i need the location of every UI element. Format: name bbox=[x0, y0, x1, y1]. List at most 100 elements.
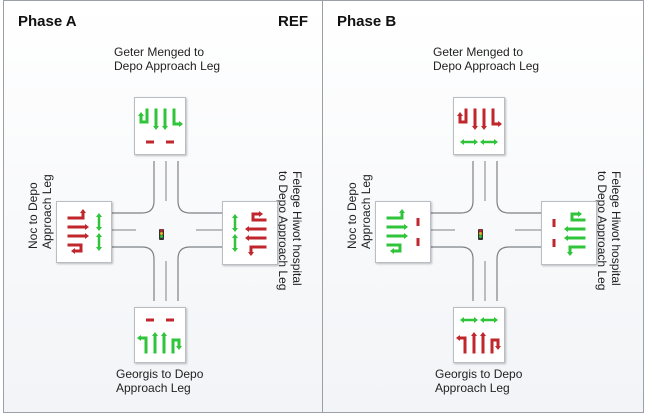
arrow-head bbox=[245, 226, 249, 232]
arrow-head bbox=[248, 252, 254, 256]
arrow-head bbox=[456, 335, 460, 341]
arrow-head bbox=[494, 317, 498, 323]
arrow-head bbox=[567, 252, 573, 256]
arrow-head bbox=[232, 228, 238, 232]
left-turn-arrow-icon bbox=[67, 210, 85, 220]
right-turn-arrow-icon bbox=[458, 108, 468, 124]
arrow-head bbox=[80, 209, 86, 213]
arrow-head bbox=[474, 139, 478, 145]
arrow-head bbox=[232, 234, 238, 238]
road-edge bbox=[496, 246, 555, 301]
road-edge bbox=[415, 246, 474, 301]
arrow-head bbox=[495, 346, 501, 350]
traffic-light-icon bbox=[478, 229, 483, 240]
arrow-head bbox=[232, 248, 238, 252]
movement-arrows-icon bbox=[138, 108, 183, 130]
movement-arrows-icon bbox=[67, 209, 89, 254]
left-turn-arrow-icon bbox=[386, 210, 404, 220]
movement-arrows-icon bbox=[245, 211, 267, 256]
left-turn-arrow-icon bbox=[138, 336, 148, 354]
arrow-head bbox=[232, 214, 238, 218]
movement-arrows-icon bbox=[564, 211, 586, 256]
arrow-head bbox=[71, 248, 75, 254]
road-edge bbox=[415, 161, 474, 214]
right-turn-arrow-icon bbox=[490, 338, 500, 354]
arrow-head bbox=[494, 139, 498, 145]
arrow-head bbox=[176, 346, 182, 350]
right-turn-arrow-icon bbox=[139, 108, 149, 124]
leg-label-right: Felege Hiwot hospital to Depo Approach L… bbox=[595, 171, 623, 291]
pedestrian-signal-icon bbox=[232, 214, 238, 252]
phase-b-panel: Phase B Geter Menged to Depo Approach Le… bbox=[322, 0, 644, 413]
arrow-head bbox=[471, 332, 477, 336]
pedestrian-signal-icon bbox=[96, 213, 102, 251]
arrow-head bbox=[480, 317, 484, 323]
movement-arrows-icon bbox=[456, 332, 501, 354]
arrow-head bbox=[404, 224, 408, 230]
arrow-head bbox=[161, 332, 167, 336]
right-turn-arrow-icon bbox=[67, 243, 83, 253]
leg-label-right: Felege Hiwot hospital to Depo Approach L… bbox=[276, 171, 304, 291]
arrow-head bbox=[245, 235, 249, 241]
arrow-head bbox=[460, 317, 464, 323]
left-turn-arrow-icon bbox=[249, 245, 267, 255]
arrow-head bbox=[85, 224, 89, 230]
phase-a-panel: Phase A REF Geter Menged to Depo Approac… bbox=[3, 0, 325, 413]
arrow-head bbox=[259, 211, 263, 217]
signal-box-bottom bbox=[453, 307, 505, 363]
arrow-head bbox=[85, 233, 89, 239]
arrow-head bbox=[153, 126, 159, 130]
movement-arrows-icon bbox=[386, 209, 408, 254]
leg-label-top: Geter Menged to Depo Approach Leg bbox=[433, 45, 540, 73]
movement-arrows-icon bbox=[457, 108, 502, 130]
arrow-head bbox=[162, 126, 168, 130]
arrow-head bbox=[460, 139, 464, 145]
arrow-head bbox=[498, 121, 502, 127]
arrow-head bbox=[137, 335, 141, 341]
arrow-head bbox=[480, 332, 486, 336]
road-edge bbox=[177, 246, 236, 301]
leg-label-top: Geter Menged to Depo Approach Leg bbox=[114, 45, 221, 73]
right-turn-arrow-icon bbox=[570, 212, 586, 222]
arrow-head bbox=[578, 211, 582, 217]
phase-title: Phase B bbox=[337, 13, 397, 30]
left-turn-arrow-icon bbox=[568, 245, 586, 255]
arrow-head bbox=[481, 126, 487, 130]
road-edge bbox=[96, 161, 155, 214]
signal-box-top bbox=[134, 97, 186, 155]
signal-box-right bbox=[541, 201, 597, 265]
movement-arrows-icon bbox=[137, 332, 182, 354]
arrow-head bbox=[564, 226, 568, 232]
leg-label-bottom: Georgis to Depo Approach Leg bbox=[116, 367, 204, 395]
intersection-roads bbox=[96, 161, 236, 301]
road-edge bbox=[177, 161, 236, 214]
arrow-head bbox=[390, 248, 394, 254]
signal-box-bottom bbox=[134, 307, 186, 363]
traffic-light-icon bbox=[159, 229, 164, 240]
arrow-head bbox=[96, 247, 102, 251]
arrow-head bbox=[457, 112, 463, 116]
arrow-head bbox=[138, 112, 144, 116]
road-edge bbox=[496, 161, 555, 214]
arrow-head bbox=[404, 233, 408, 239]
signal-box-top bbox=[453, 97, 505, 155]
intersection-roads bbox=[415, 161, 555, 301]
arrow-head bbox=[96, 213, 102, 217]
leg-label-left: Noc to Depo Approach Leg bbox=[26, 174, 54, 249]
right-turn-arrow-icon bbox=[171, 338, 181, 354]
arrow-head bbox=[474, 317, 478, 323]
leg-label-left: Noc to Depo Approach Leg bbox=[345, 174, 373, 249]
right-turn-arrow-icon bbox=[251, 212, 267, 222]
arrow-head bbox=[152, 332, 158, 336]
left-turn-arrow-icon bbox=[172, 108, 182, 126]
signal-box-left bbox=[375, 201, 431, 263]
arrow-head bbox=[96, 227, 102, 231]
leg-label-bottom: Georgis to Depo Approach Leg bbox=[435, 367, 523, 395]
left-turn-arrow-icon bbox=[457, 336, 467, 354]
arrow-head bbox=[472, 126, 478, 130]
road-edge bbox=[96, 246, 155, 301]
ref-label: REF bbox=[278, 13, 308, 30]
pedestrian-signal-icon bbox=[460, 139, 498, 145]
arrow-head bbox=[96, 233, 102, 237]
left-turn-arrow-icon bbox=[491, 108, 501, 126]
